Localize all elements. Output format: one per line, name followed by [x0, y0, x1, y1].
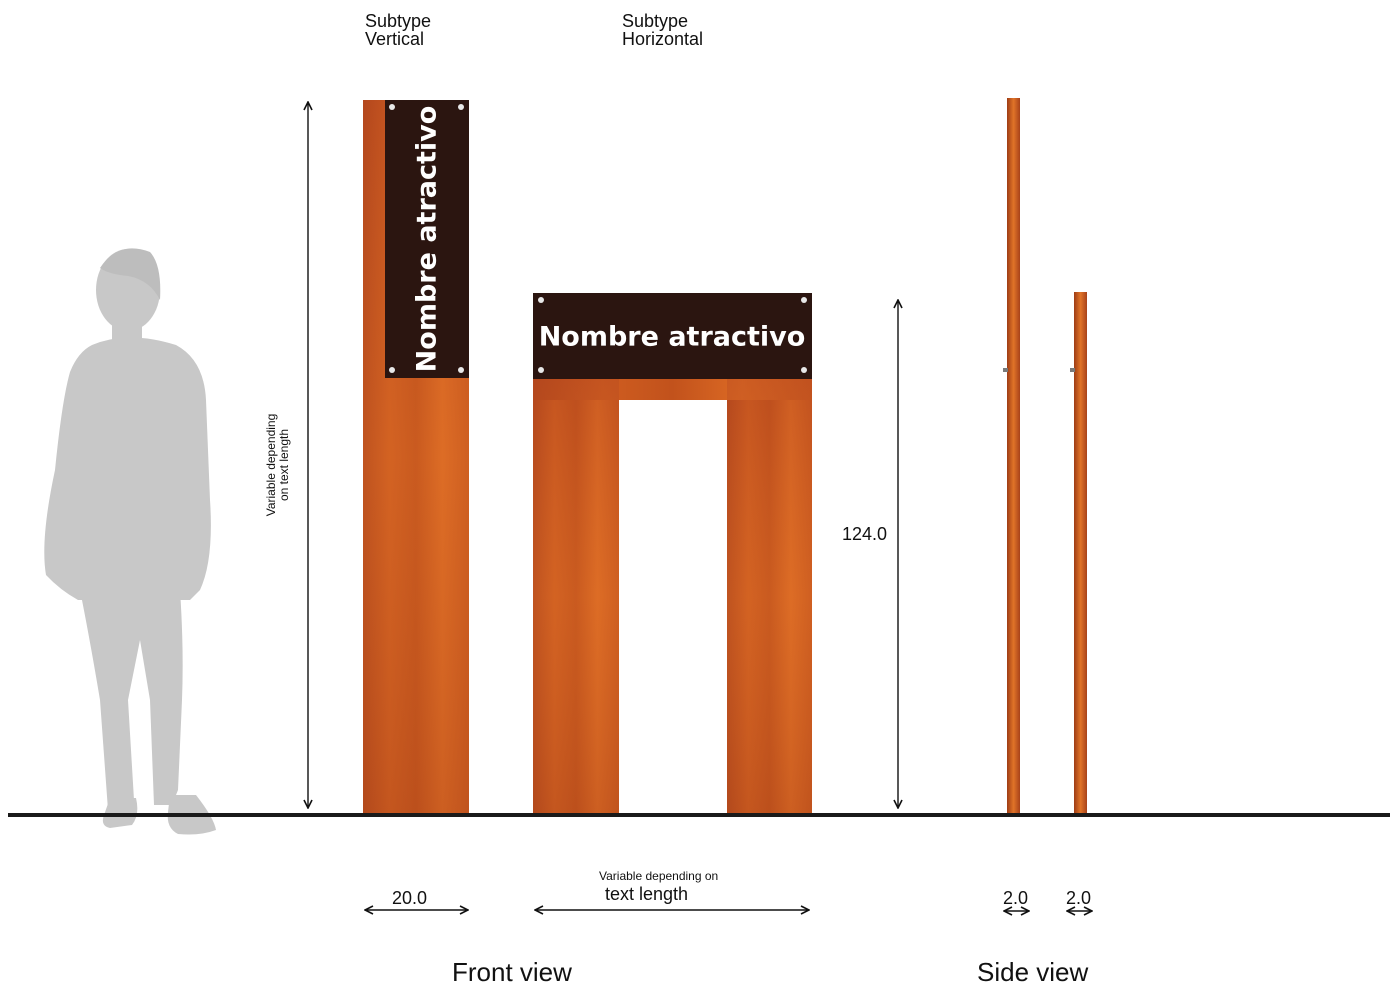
thickness-label-2: 2.0 — [1066, 888, 1092, 908]
height-fixed-label: 124.0 — [842, 524, 888, 544]
width-horizontal-label: Variable depending on text length — [599, 869, 799, 903]
horizontal-sign-frame — [533, 293, 812, 814]
width-vertical-label: 20.0 — [392, 888, 428, 908]
side-view-rod-tall — [1003, 98, 1020, 814]
person-silhouette — [44, 248, 216, 835]
vertical-sign-panel — [385, 100, 469, 378]
horizontal-sign-panel — [533, 293, 812, 379]
subtype-horizontal-line2: Horizontal — [622, 29, 704, 49]
subtype-vertical-line2: Vertical — [365, 29, 425, 49]
subtype-horizontal-line1: Subtype — [622, 11, 689, 31]
side-view-rod-short — [1070, 292, 1087, 814]
height-variable-line2: on text length — [277, 428, 291, 502]
thickness-label-1: 2.0 — [1003, 888, 1029, 908]
horizontal-sign-text: Nombre atractivo — [538, 321, 806, 353]
front-view-caption: Front view — [452, 957, 572, 987]
width-horizontal-line2: text length — [605, 884, 689, 904]
vertical-sign-text: Nombre atractivo — [411, 105, 443, 373]
subtype-horizontal-title: Subtype Horizontal — [622, 12, 703, 48]
subtype-vertical-title: Subtype Vertical — [365, 12, 431, 48]
width-horizontal-line1: Variable depending on — [599, 869, 719, 883]
subtype-vertical-line1: Subtype — [365, 11, 432, 31]
vertical-sign-post — [363, 100, 469, 814]
height-variable-label: Variable depending on text length — [264, 414, 291, 517]
side-view-caption: Side view — [977, 957, 1089, 987]
